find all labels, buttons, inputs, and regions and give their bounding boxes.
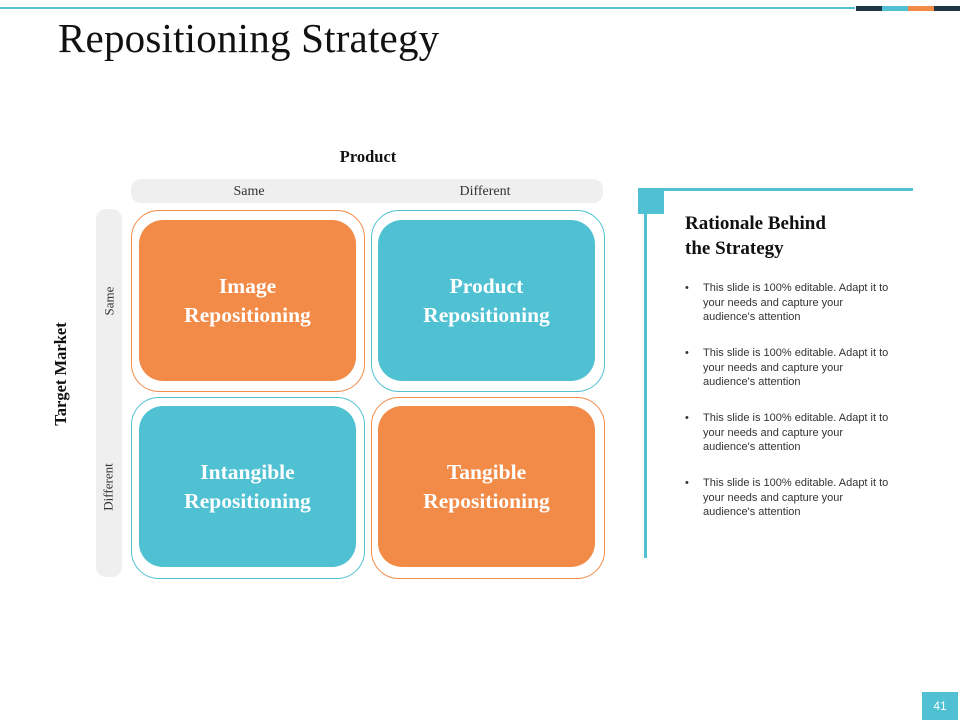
bullet-text-line3: audience's attention xyxy=(703,311,801,323)
bullet-text-line3: audience's attention xyxy=(703,376,801,388)
bullet-text-line2: your needs and capture your xyxy=(703,491,844,504)
y-axis-title: Target Market xyxy=(51,322,70,426)
column-header-different: Different xyxy=(459,184,511,199)
panel-horizontal-rule xyxy=(662,188,913,191)
bullet-text-line3: audience's attention xyxy=(703,441,801,453)
rationale-bullet: • This slide is 100% editable. Adapt it … xyxy=(685,411,915,476)
bullet-text-line2: your needs and capture your xyxy=(703,361,844,374)
row-header-bar: Same Different xyxy=(96,209,122,577)
bullet-text-line2: your needs and capture your xyxy=(703,426,844,439)
rationale-bullet: • This slide is 100% editable. Adapt it … xyxy=(685,346,915,411)
quadrant-label-line1: Image xyxy=(218,273,277,298)
bullet-dot: • xyxy=(685,282,689,294)
quadrant-label-line2: Repositioning xyxy=(423,488,550,513)
rationale-bullet: • This slide is 100% editable. Adapt it … xyxy=(685,476,915,541)
x-axis-title: Product xyxy=(339,147,397,166)
bullet-text-line1: This slide is 100% editable. Adapt it to xyxy=(703,412,889,424)
rationale-title: Rationale Behind the Strategy xyxy=(685,211,885,261)
quadrant-label-line1: Product xyxy=(449,273,524,298)
column-header-bar: Same Different xyxy=(131,179,603,203)
bullet-text-line1: This slide is 100% editable. Adapt it to xyxy=(703,347,889,359)
row-header-same-label: Same xyxy=(101,286,117,316)
bullet-dot: • xyxy=(685,412,689,424)
bullet-text-line3: audience's attention xyxy=(703,506,801,518)
bullet-text-line1: This slide is 100% editable. Adapt it to xyxy=(703,282,889,294)
bullet-text-line1: This slide is 100% editable. Adapt it to xyxy=(703,477,889,489)
accent-bar xyxy=(934,6,960,11)
accent-bar xyxy=(882,6,908,11)
column-header-same: Same xyxy=(233,184,265,199)
header-accent-bars xyxy=(856,6,960,11)
row-header-same: Same xyxy=(96,271,122,331)
slide-title: Repositioning Strategy xyxy=(58,15,440,61)
rationale-title-line1: Rationale Behind xyxy=(685,213,826,234)
quadrant-label-line2: Repositioning xyxy=(423,302,550,327)
quadrant-label-line2: Repositioning xyxy=(184,302,311,327)
accent-bar xyxy=(908,6,934,11)
bullet-dot: • xyxy=(685,477,689,489)
rationale-title-line2: the Strategy xyxy=(685,238,784,259)
quadrant-label-line2: Repositioning xyxy=(184,488,311,513)
accent-bar xyxy=(856,6,882,11)
row-header-different-label: Different xyxy=(101,463,116,511)
row-header-different: Different xyxy=(96,457,122,517)
rationale-bullet: • This slide is 100% editable. Adapt it … xyxy=(685,281,915,346)
bullet-dot: • xyxy=(685,347,689,359)
quadrant-label-line1: Intangible xyxy=(200,459,295,484)
bullet-text-line2: your needs and capture your xyxy=(703,296,844,309)
rationale-bullet-list: • This slide is 100% editable. Adapt it … xyxy=(685,281,915,541)
panel-vertical-rule xyxy=(644,190,647,558)
quadrant-label-line1: Tangible xyxy=(446,459,527,484)
page-number-badge: 41 xyxy=(922,692,958,720)
header-rule xyxy=(0,7,855,9)
panel-corner-square xyxy=(638,188,664,214)
